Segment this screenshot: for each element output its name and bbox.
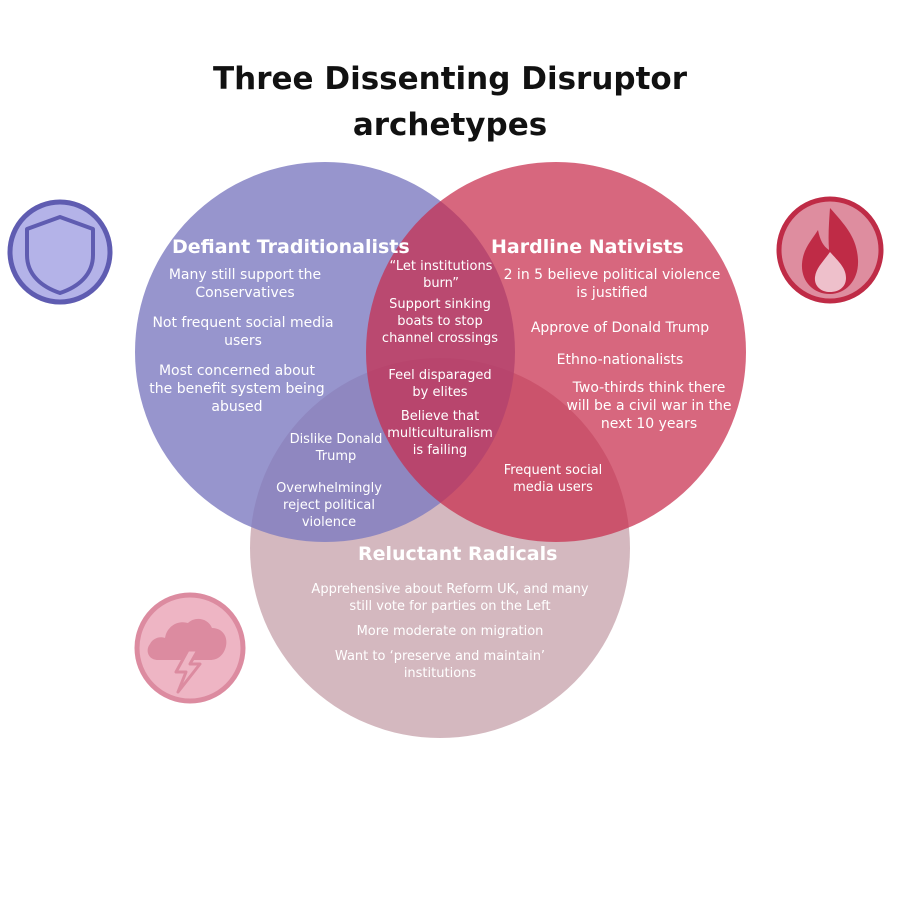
traditionalists-heading: Defiant Traditionalists xyxy=(172,236,410,258)
nativists-heading: Hardline Nativists xyxy=(491,236,684,258)
traditionalists-point-1: Many still support the Conservatives xyxy=(168,267,322,301)
radicals-point-2: More moderate on migration xyxy=(356,624,544,639)
overlap-nat-rad-point-1: Frequent social media users xyxy=(503,463,603,495)
overlap-trad-rad-point-1: Dislike Donald Trump xyxy=(289,432,383,464)
circle-hardline-nativists xyxy=(366,162,746,542)
nativists-point-4: Two-thirds think there will be a civil w… xyxy=(566,380,732,432)
title-line-2: archetypes xyxy=(352,107,548,143)
traditionalists-point-2: Not frequent social media users xyxy=(152,315,334,349)
page-title: Three Dissenting Disruptor archetypes xyxy=(0,56,900,148)
overlap-all-point-1: Feel disparaged by elites xyxy=(388,368,492,400)
overlap-trad-nat-point-2: Support sinking boats to stop channel cr… xyxy=(381,297,499,346)
traditionalists-point-3: Most concerned about the benefit system … xyxy=(149,363,325,415)
radicals-point-3: Want to ‘preserve and maintain’ institut… xyxy=(334,649,546,681)
overlap-trad-nat-point-1: “Let institutions burn” xyxy=(389,259,493,291)
title-line-1: Three Dissenting Disruptor xyxy=(213,61,687,97)
radicals-heading: Reluctant Radicals xyxy=(358,543,558,565)
overlap-trad-rad-point-2: Overwhelmingly reject political violence xyxy=(276,481,382,530)
storm-icon xyxy=(134,592,246,704)
nativists-point-1: 2 in 5 believe political violence is jus… xyxy=(503,267,721,301)
nativists-point-2: Approve of Donald Trump xyxy=(530,320,710,336)
fire-icon xyxy=(776,196,884,304)
nativists-point-3: Ethno-nationalists xyxy=(556,352,684,368)
radicals-point-1: Apprehensive about Reform UK, and many s… xyxy=(311,582,589,614)
shield-icon xyxy=(7,199,113,305)
overlap-all-point-2: Believe that multiculturalism is failing xyxy=(387,409,493,458)
